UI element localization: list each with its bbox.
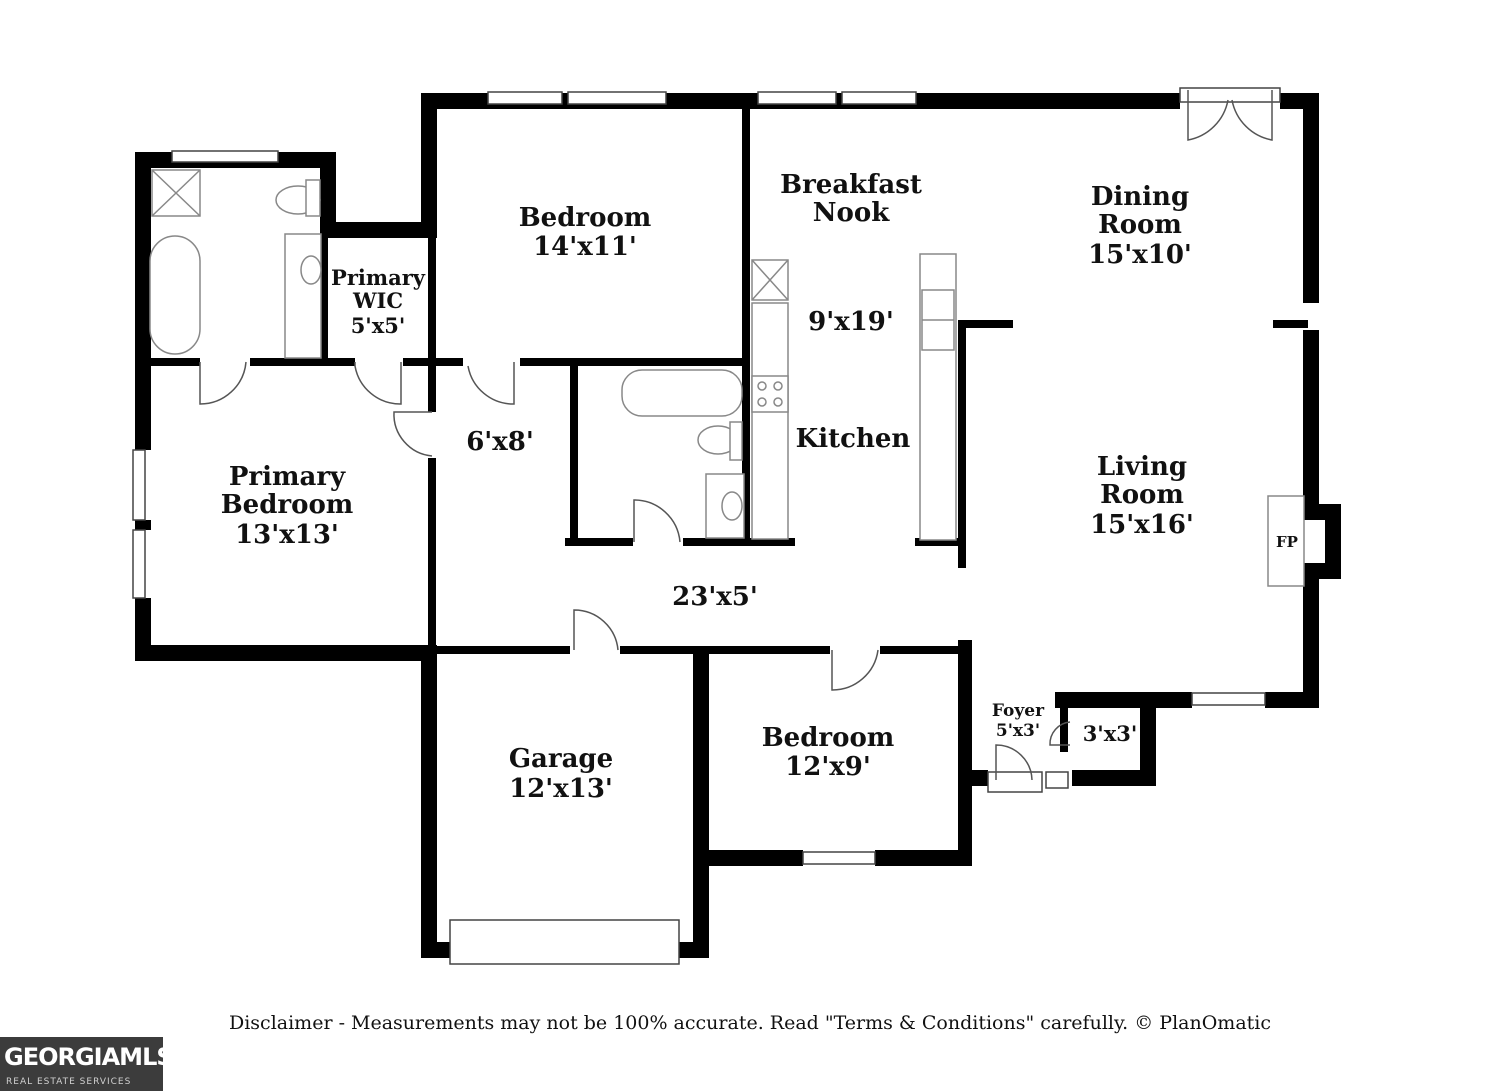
bedroom-bottom-size: 12'x9' [785,752,871,782]
primary-bedroom-size: 13'x13' [235,520,339,550]
breakfast-nook-name-1: Breakfast [780,170,922,200]
bathtub [149,235,201,355]
vanity [284,233,322,359]
living-room-name-1: Living [1097,452,1187,482]
logo-text: GEORGIAMLS [4,1043,163,1071]
primary-bedroom-name-1: Primary [229,462,346,492]
foyer-size: 5'x3' [996,721,1040,741]
living-room-size: 15'x16' [1090,510,1194,540]
hallway-size: 23'x5' [672,582,758,612]
hall-bathtub [621,369,743,417]
doors [199,90,1273,781]
closet-size: 3'x3' [1083,721,1138,746]
dining-room-name-2: Room [1098,210,1182,240]
stove [751,375,789,413]
kitchen-name: Kitchen [796,424,911,454]
bedroom-bottom-name: Bedroom [762,723,895,753]
bedroom-top-name: Bedroom [519,203,652,233]
breakfast-nook-name-2: Nook [813,198,890,228]
disclaimer-text: Disclaimer - Measurements may not be 100… [229,1012,1271,1034]
dining-room-size: 15'x10' [1088,240,1192,270]
fireplace-label: FP [1276,533,1298,551]
primary-wic-name-2: WIC [352,288,403,313]
counter-left [751,302,789,540]
walls [135,93,1341,958]
living-room-name-2: Room [1100,480,1184,510]
foyer-name: Foyer [992,701,1045,721]
dining-room-name-1: Dining [1091,182,1189,212]
fireplace-box [1267,495,1305,587]
floor-plan: Bedroom 14'x11' Primary WIC 5'x5' Breakf… [132,87,1341,965]
primary-bedroom-name-2: Bedroom [221,490,354,520]
hall-small-size: 6'x8' [466,427,534,457]
room-labels: Bedroom 14'x11' Primary WIC 5'x5' Breakf… [221,170,1298,804]
logo-subtext: REAL ESTATE SERVICES [6,1077,132,1087]
fixtures [149,169,1305,587]
primary-wic-size: 5'x5' [351,313,406,338]
georgia-mls-logo: GEORGIAMLS REAL ESTATE SERVICES [0,1037,163,1091]
primary-wic-name-1: Primary [331,265,426,290]
windows [132,87,1281,965]
garage-size: 12'x13' [509,774,613,804]
garage-name: Garage [509,744,613,774]
kitchen-size: 9'x19' [808,307,894,337]
bedroom-top-size: 14'x11' [533,232,637,262]
